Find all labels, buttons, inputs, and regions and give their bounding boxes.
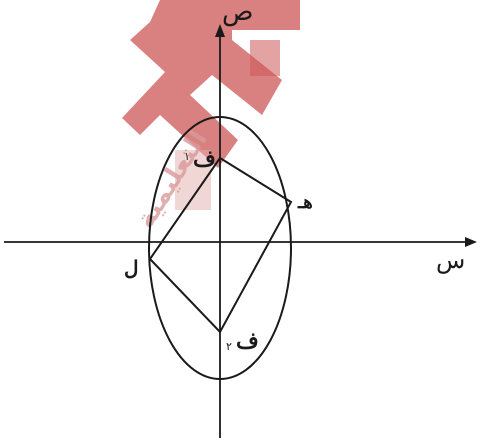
point-h-label: هـ xyxy=(297,192,313,213)
watermark-logo-bar xyxy=(250,40,280,76)
ellipse xyxy=(148,116,292,380)
y-axis-label: ص xyxy=(222,0,253,27)
y-axis-arrow xyxy=(215,24,225,37)
point-f1-label: ف xyxy=(193,146,216,172)
point-f1-sub: ١ xyxy=(184,150,190,163)
quadrilateral xyxy=(148,156,293,334)
point-f2-label: ف xyxy=(236,328,259,354)
point-f2-sub: ٢ xyxy=(226,340,232,353)
watermark-logo-shape xyxy=(122,0,300,168)
point-l-label: ل xyxy=(124,256,139,280)
x-axis-arrow xyxy=(465,237,477,247)
x-axis-label: س xyxy=(436,246,465,274)
watermark-logo xyxy=(122,0,300,210)
